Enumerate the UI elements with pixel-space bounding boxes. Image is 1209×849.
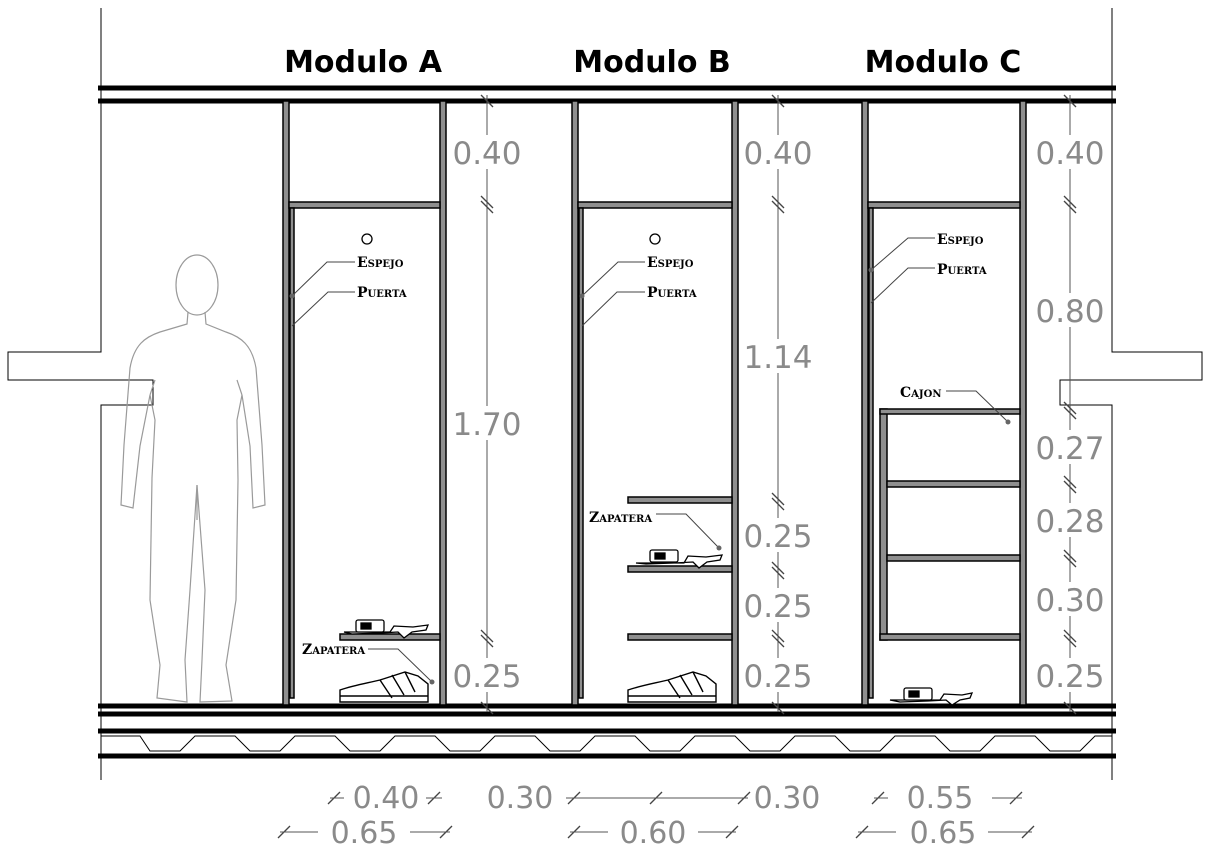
module-b-espejo-label: Espejo	[647, 255, 694, 271]
dim-width-b-right: 0.30	[754, 781, 821, 816]
dim-c-mid: 0.80	[1035, 294, 1104, 330]
module-c-top-shelf	[867, 201, 1021, 209]
left-wall-outline	[7, 8, 154, 780]
dim-width-c-total: 0.65	[910, 816, 977, 849]
right-wall-outline	[1059, 8, 1203, 780]
dim-c-drawer-3: 0.30	[1035, 583, 1104, 619]
floor-slab	[98, 703, 1116, 759]
walls	[7, 8, 1203, 780]
module-c-cajon-label: Cajon	[900, 385, 941, 401]
dim-b-top: 0.40	[743, 136, 812, 172]
module-a-zapatera-label: Zapatera	[302, 642, 365, 658]
dim-width-c-inner: 0.55	[907, 781, 974, 816]
module-a	[282, 100, 447, 706]
dim-b-shelf-1: 0.25	[743, 519, 812, 555]
module-c-espejo-label: Espejo	[937, 232, 984, 248]
module-c-drawer-side	[879, 408, 888, 641]
dim-width-a-inner: 0.40	[353, 781, 420, 816]
module-c-drawer-divider-1	[886, 480, 1021, 488]
dim-b-bottom: 0.25	[743, 659, 812, 695]
module-b	[571, 100, 739, 706]
dim-c-drawer-1: 0.27	[1035, 431, 1104, 467]
module-c-drawer-top	[879, 408, 1021, 415]
module-b-shoe-shelf-3	[627, 633, 733, 641]
module-b-zapatera-label: Zapatera	[589, 510, 652, 526]
sneaker-icon	[627, 671, 717, 703]
module-a-shoe-shelf	[339, 633, 441, 641]
dim-c-drawer-2: 0.28	[1035, 504, 1104, 540]
module-b-left-side	[571, 100, 579, 706]
dim-a-mid: 1.70	[452, 407, 521, 443]
labels: Espejo Puerta Espejo Puerta Espejo Puert…	[289, 232, 1011, 685]
module-a-right-side	[439, 100, 447, 706]
module-b-door	[578, 207, 584, 699]
module-b-top-shelf	[577, 201, 733, 209]
sneaker-icon	[339, 671, 429, 703]
module-b-shoe-shelf-1	[627, 496, 733, 504]
ceiling-slab	[98, 85, 1116, 104]
module-b-puerta-label: Puerta	[647, 285, 697, 301]
dim-a-bottom: 0.25	[452, 659, 521, 695]
module-c-left-side	[861, 100, 869, 706]
module-a-top-shelf	[288, 201, 441, 209]
horizontal-dimensions: 0.40 0.30 0.30 0.55 0.65 0.60 0.65	[277, 781, 1035, 849]
sandal-icon	[635, 549, 724, 569]
vertical-dimensions: 0.40 1.70 0.25 0.40 1.14 0.25 0.25 0.25 …	[448, 135, 1109, 695]
module-c	[861, 100, 1027, 706]
dim-a-top: 0.40	[452, 136, 521, 172]
module-b-knob	[649, 233, 661, 245]
module-c-door	[868, 207, 874, 699]
module-b-title: Modulo B	[573, 45, 731, 80]
module-b-shoe-shelf-2	[627, 565, 733, 573]
module-a-title: Modulo A	[284, 45, 443, 80]
module-c-drawer-bottom	[879, 633, 1021, 641]
dim-width-a-total: 0.65	[331, 816, 398, 849]
module-c-drawer-divider-2	[886, 554, 1021, 562]
module-c-title: Modulo C	[865, 45, 1022, 80]
human-figure-icon	[120, 254, 266, 703]
module-c-right-side	[1019, 100, 1027, 706]
dim-c-bottom: 0.25	[1035, 659, 1104, 695]
sandal-icon	[343, 619, 430, 639]
module-a-knob	[361, 233, 373, 245]
module-a-espejo-label: Espejo	[357, 255, 404, 271]
dim-c-top: 0.40	[1035, 136, 1104, 172]
dim-b-mid: 1.14	[743, 340, 812, 376]
floor-hatch	[101, 735, 1112, 752]
dim-b-shelf-2: 0.25	[743, 589, 812, 625]
module-c-puerta-label: Puerta	[937, 262, 987, 278]
module-a-puerta-label: Puerta	[357, 285, 407, 301]
dim-width-b-left: 0.30	[487, 781, 554, 816]
sandal-icon	[889, 687, 974, 706]
dim-width-b-total: 0.60	[620, 816, 687, 849]
module-a-door	[289, 207, 295, 699]
module-b-right-side	[731, 100, 739, 706]
module-a-left-side	[282, 100, 290, 706]
